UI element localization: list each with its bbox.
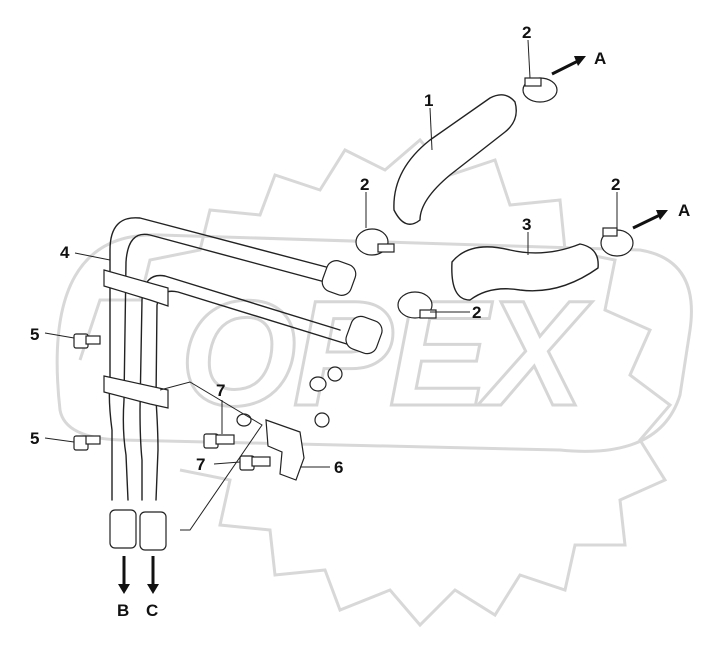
connection-arrow-a-upper (551, 56, 586, 76)
mounting-bracket (265, 419, 305, 481)
bolt-lower (73, 435, 101, 451)
washer-upper (309, 376, 327, 392)
callout-bolt-bracket-upper: 7 (216, 381, 225, 400)
connection-label-b: B (117, 601, 129, 620)
hose-lower (451, 243, 599, 301)
pipe-end-fitting-b (109, 509, 137, 549)
watermark: OPEX (55, 137, 693, 628)
callout-hose-lower: 3 (522, 215, 531, 234)
bolt-bracket-upper (203, 413, 252, 449)
connection-arrow-b (118, 556, 130, 594)
nut-lower (314, 412, 330, 428)
hose-upper (393, 94, 517, 225)
hose-clamp-lower-mid (397, 291, 437, 319)
callout-hose-upper: 1 (424, 91, 433, 110)
callout-bolt-lower: 5 (30, 429, 39, 448)
callout-clamp-lower-mid: 2 (472, 303, 481, 322)
hose-clamp-top (522, 77, 558, 103)
hose-clamp-right (600, 227, 634, 257)
connection-arrow-a-lower (632, 210, 668, 230)
callout-clamp-top: 2 (522, 23, 531, 42)
connection-label-c: C (146, 601, 158, 620)
nut-upper (327, 366, 343, 382)
pipe-bracket-lower (103, 375, 169, 409)
callout-clamp-right: 2 (611, 175, 620, 194)
pipe-nozzle-lower (345, 315, 383, 355)
pipe-bracket-upper (103, 269, 169, 307)
callout-bolt-upper: 5 (30, 325, 39, 344)
pipe-assembly (103, 217, 383, 551)
callout-bolt-bracket-lower: 7 (196, 455, 205, 474)
pipe-end-fitting-c (139, 511, 167, 551)
leader-lines (44, 39, 618, 531)
connection-arrow-c (147, 556, 159, 594)
pipe-nozzle-upper (321, 260, 357, 296)
watermark-gear (78, 137, 673, 628)
watermark-text: OPEX (180, 269, 593, 437)
hose-clamp-left-mid (355, 228, 395, 256)
callout-pipe-assembly: 4 (60, 243, 70, 262)
watermark-frame (55, 233, 693, 453)
callout-clamp-left-mid: 2 (360, 175, 369, 194)
connection-label-a-lower: A (678, 201, 690, 220)
bolt-bracket-lower (239, 455, 271, 471)
callout-bracket: 6 (334, 458, 343, 477)
bolt-upper (73, 333, 101, 349)
connection-label-a-upper: A (594, 49, 606, 68)
